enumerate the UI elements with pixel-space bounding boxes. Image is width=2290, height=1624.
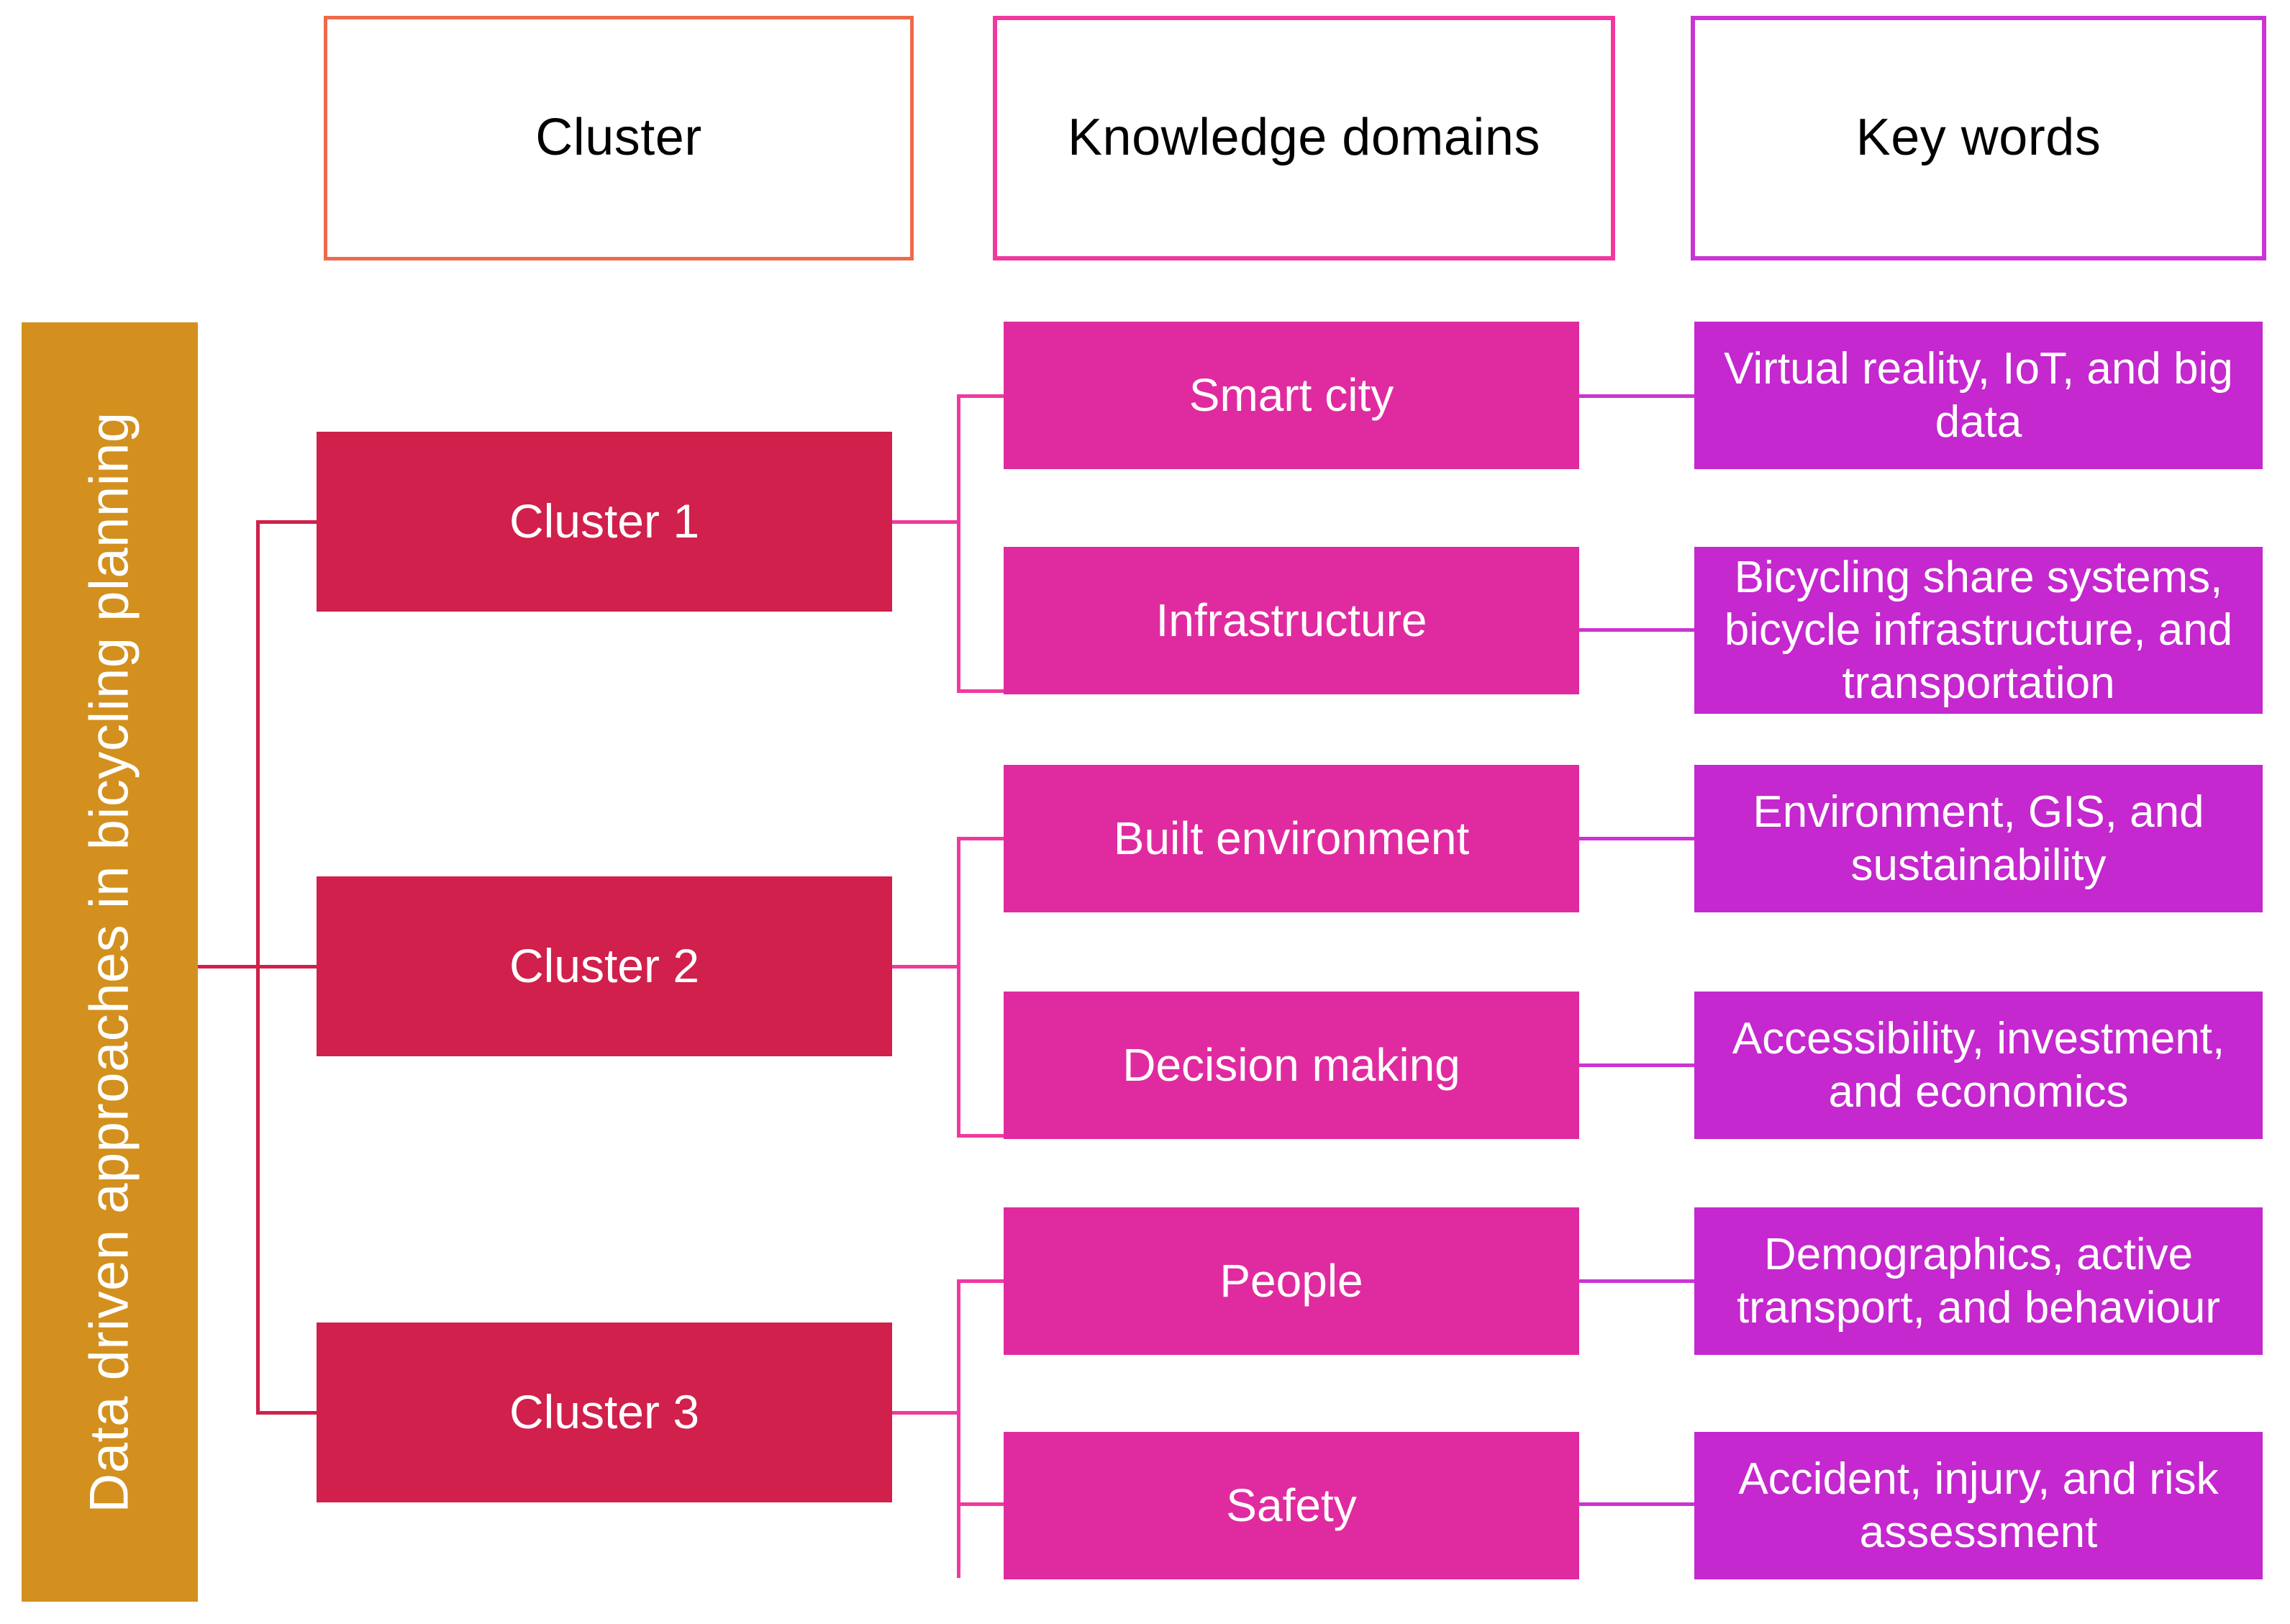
keyword-box-built-environment[interactable]: Environment, GIS, and sustainability [1694, 765, 2263, 912]
keyword-box-smart-city-text: Virtual reality, IoT, and big data [1724, 344, 2233, 447]
root-title-label: Data driven approaches in bicycling plan… [79, 411, 140, 1513]
connector-infrastructure-to-keywords [1579, 628, 1696, 632]
root-title-bar: Data driven approaches in bicycling plan… [22, 322, 198, 1602]
cluster-box-3-label: Cluster 3 [509, 1385, 700, 1439]
keyword-box-decision-making[interactable]: Accessibility, investment, and economics [1694, 992, 2263, 1139]
keyword-box-decision-making-text: Accessibility, investment, and economics [1732, 1014, 2225, 1117]
keyword-box-built-environment-text: Environment, GIS, and sustainability [1753, 787, 2204, 890]
column-header-knowledge-domains: Knowledge domains [993, 16, 1615, 260]
domain-box-safety[interactable]: Safety [1004, 1432, 1579, 1579]
connector-smart-city-to-keywords [1579, 394, 1696, 398]
connector-cluster-2-out [892, 965, 960, 968]
cluster-box-1[interactable]: Cluster 1 [317, 432, 892, 612]
column-header-knowledge-domains-label: Knowledge domains [1068, 109, 1540, 167]
keyword-box-people[interactable]: Demographics, active transport, and beha… [1694, 1207, 2263, 1355]
connector-cluster-3-bracket [957, 1279, 960, 1578]
connector-trunk-to-cluster-3 [256, 1411, 318, 1415]
connector-built-environment-to-keywords [1579, 837, 1696, 840]
column-header-key-words-label: Key words [1855, 109, 2102, 167]
connector-cluster-3-to-safety [957, 1502, 1006, 1506]
connector-cluster-2-to-decision-making [957, 1134, 1006, 1138]
connector-cluster-2-bracket [957, 837, 960, 1138]
domain-box-infrastructure[interactable]: Infrastructure [1004, 547, 1579, 694]
domain-box-decision-making[interactable]: Decision making [1004, 992, 1579, 1139]
connector-cluster-1-to-smart-city [957, 394, 1006, 398]
connector-trunk-to-cluster-1 [256, 520, 318, 524]
cluster-box-3[interactable]: Cluster 3 [317, 1323, 892, 1502]
domain-box-built-environment-label: Built environment [1113, 812, 1470, 864]
connector-cluster-2-to-built-environment [957, 837, 1006, 840]
domain-box-safety-label: Safety [1226, 1479, 1357, 1531]
keyword-box-infrastructure[interactable]: Bicycling share systems, bicycle infrast… [1694, 547, 2263, 714]
connector-cluster-1-bracket [957, 394, 960, 693]
keyword-box-infrastructure-text: Bicycling share systems, bicycle infrast… [1724, 553, 2233, 708]
connector-root-to-trunk [198, 965, 259, 968]
domain-box-built-environment[interactable]: Built environment [1004, 765, 1579, 912]
column-header-key-words: Key words [1691, 16, 2266, 260]
domain-box-people[interactable]: People [1004, 1207, 1579, 1355]
cluster-box-2-label: Cluster 2 [509, 939, 700, 993]
domain-box-decision-making-label: Decision making [1122, 1038, 1460, 1091]
keyword-box-safety-text: Accident, injury, and risk assessment [1738, 1454, 2219, 1557]
domain-box-smart-city[interactable]: Smart city [1004, 322, 1579, 469]
cluster-box-1-label: Cluster 1 [509, 494, 700, 548]
cluster-box-2[interactable]: Cluster 2 [317, 876, 892, 1056]
connector-people-to-keywords [1579, 1279, 1696, 1283]
keyword-box-smart-city[interactable]: Virtual reality, IoT, and big data [1694, 322, 2263, 469]
domain-box-people-label: People [1219, 1254, 1363, 1307]
connector-safety-to-keywords [1579, 1502, 1696, 1506]
column-header-cluster-label: Cluster [535, 109, 702, 167]
connector-cluster-1-to-infrastructure [957, 689, 1006, 693]
connector-decision-making-to-keywords [1579, 1063, 1696, 1067]
connector-trunk-to-cluster-2 [256, 965, 318, 968]
connector-cluster-1-out [892, 520, 960, 524]
domain-box-smart-city-label: Smart city [1189, 368, 1394, 421]
keyword-box-people-text: Demographics, active transport, and beha… [1736, 1230, 2221, 1333]
connector-cluster-3-out [892, 1411, 960, 1415]
column-header-cluster: Cluster [324, 16, 914, 260]
connector-cluster-3-to-people [957, 1279, 1006, 1283]
domain-box-infrastructure-label: Infrastructure [1155, 594, 1427, 646]
keyword-box-safety[interactable]: Accident, injury, and risk assessment [1694, 1432, 2263, 1579]
